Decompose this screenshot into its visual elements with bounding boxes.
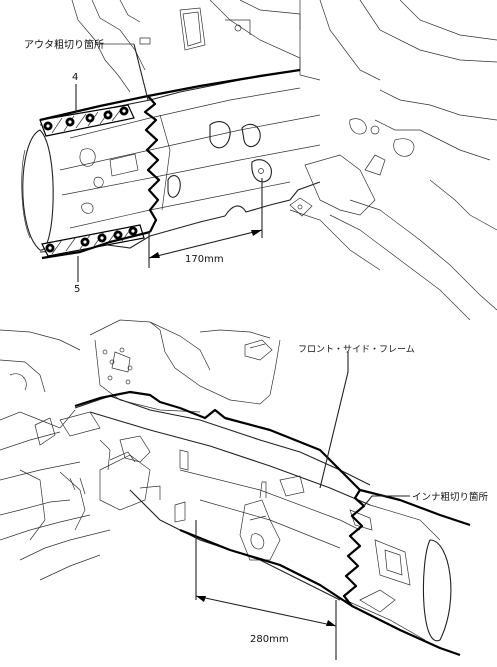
dimension-280: 280mm (195, 520, 337, 660)
callout-4: 4 (72, 72, 78, 83)
dimension-170: 170mm (148, 178, 263, 268)
bottom-background-structure (0, 319, 281, 581)
top-cut-outline (39, 68, 301, 260)
front-side-frame-leader (319, 352, 349, 489)
callout-5: 5 (74, 284, 80, 295)
top-frame-member (21, 69, 376, 253)
bottom-cut-outline (74, 390, 471, 657)
front-side-frame-label: フロント・サイド・フレーム (298, 344, 415, 355)
outer-cut-leader (133, 43, 149, 101)
top-background-structure (71, 0, 497, 321)
dimension-170-label: 170mm (185, 254, 224, 265)
upper-weld-flange (39, 104, 135, 137)
inner-rough-cut-label: インナ粗切り箇所 (412, 491, 489, 503)
top-view: アウタ粗切り箇所 4 5 170mm (21, 0, 497, 321)
bottom-view: フロント・サイド・フレーム インナ粗切り箇所 280mm (0, 319, 489, 660)
outer-rough-cut-label: アウタ粗切り箇所 (24, 38, 104, 51)
dimension-280-label: 280mm (250, 634, 289, 645)
bottom-frame-member (74, 395, 452, 642)
inner-cut-leader (363, 495, 410, 507)
lower-weld-flange (41, 224, 145, 257)
